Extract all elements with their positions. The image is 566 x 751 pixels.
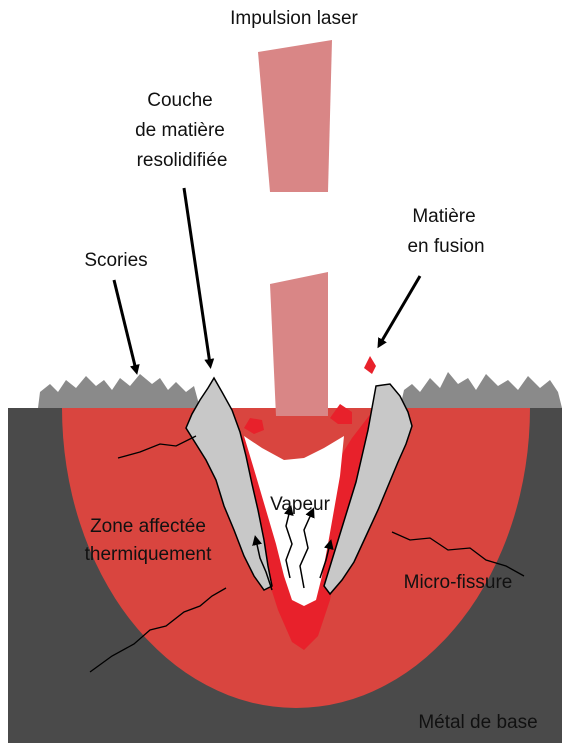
molten-droplet-top xyxy=(364,356,376,374)
pointer-molten xyxy=(380,276,420,344)
label-haz-line1: Zone affectée xyxy=(90,516,206,537)
label-recast-line2: de matière xyxy=(135,120,225,141)
label-laser-pulse: Impulsion laser xyxy=(230,8,358,29)
slag-left xyxy=(38,374,200,408)
label-molten-line1: Matière xyxy=(412,206,475,227)
label-slag: Scories xyxy=(84,250,147,271)
laser-beam-lower xyxy=(270,272,328,416)
label-recast-line3: resolidifiée xyxy=(137,150,228,171)
pointer-slag xyxy=(114,280,136,370)
label-haz-line2: thermiquement xyxy=(85,544,212,565)
laser-beam-upper xyxy=(258,40,332,192)
label-molten-line2: en fusion xyxy=(407,236,484,257)
pointer-recast xyxy=(184,188,210,364)
slag-right xyxy=(400,372,562,408)
label-microcrack: Micro-fissure xyxy=(404,572,513,593)
label-vapor: Vapeur xyxy=(270,494,331,515)
label-recast-line1: Couche xyxy=(147,90,213,111)
label-base-metal: Métal de base xyxy=(418,712,537,733)
